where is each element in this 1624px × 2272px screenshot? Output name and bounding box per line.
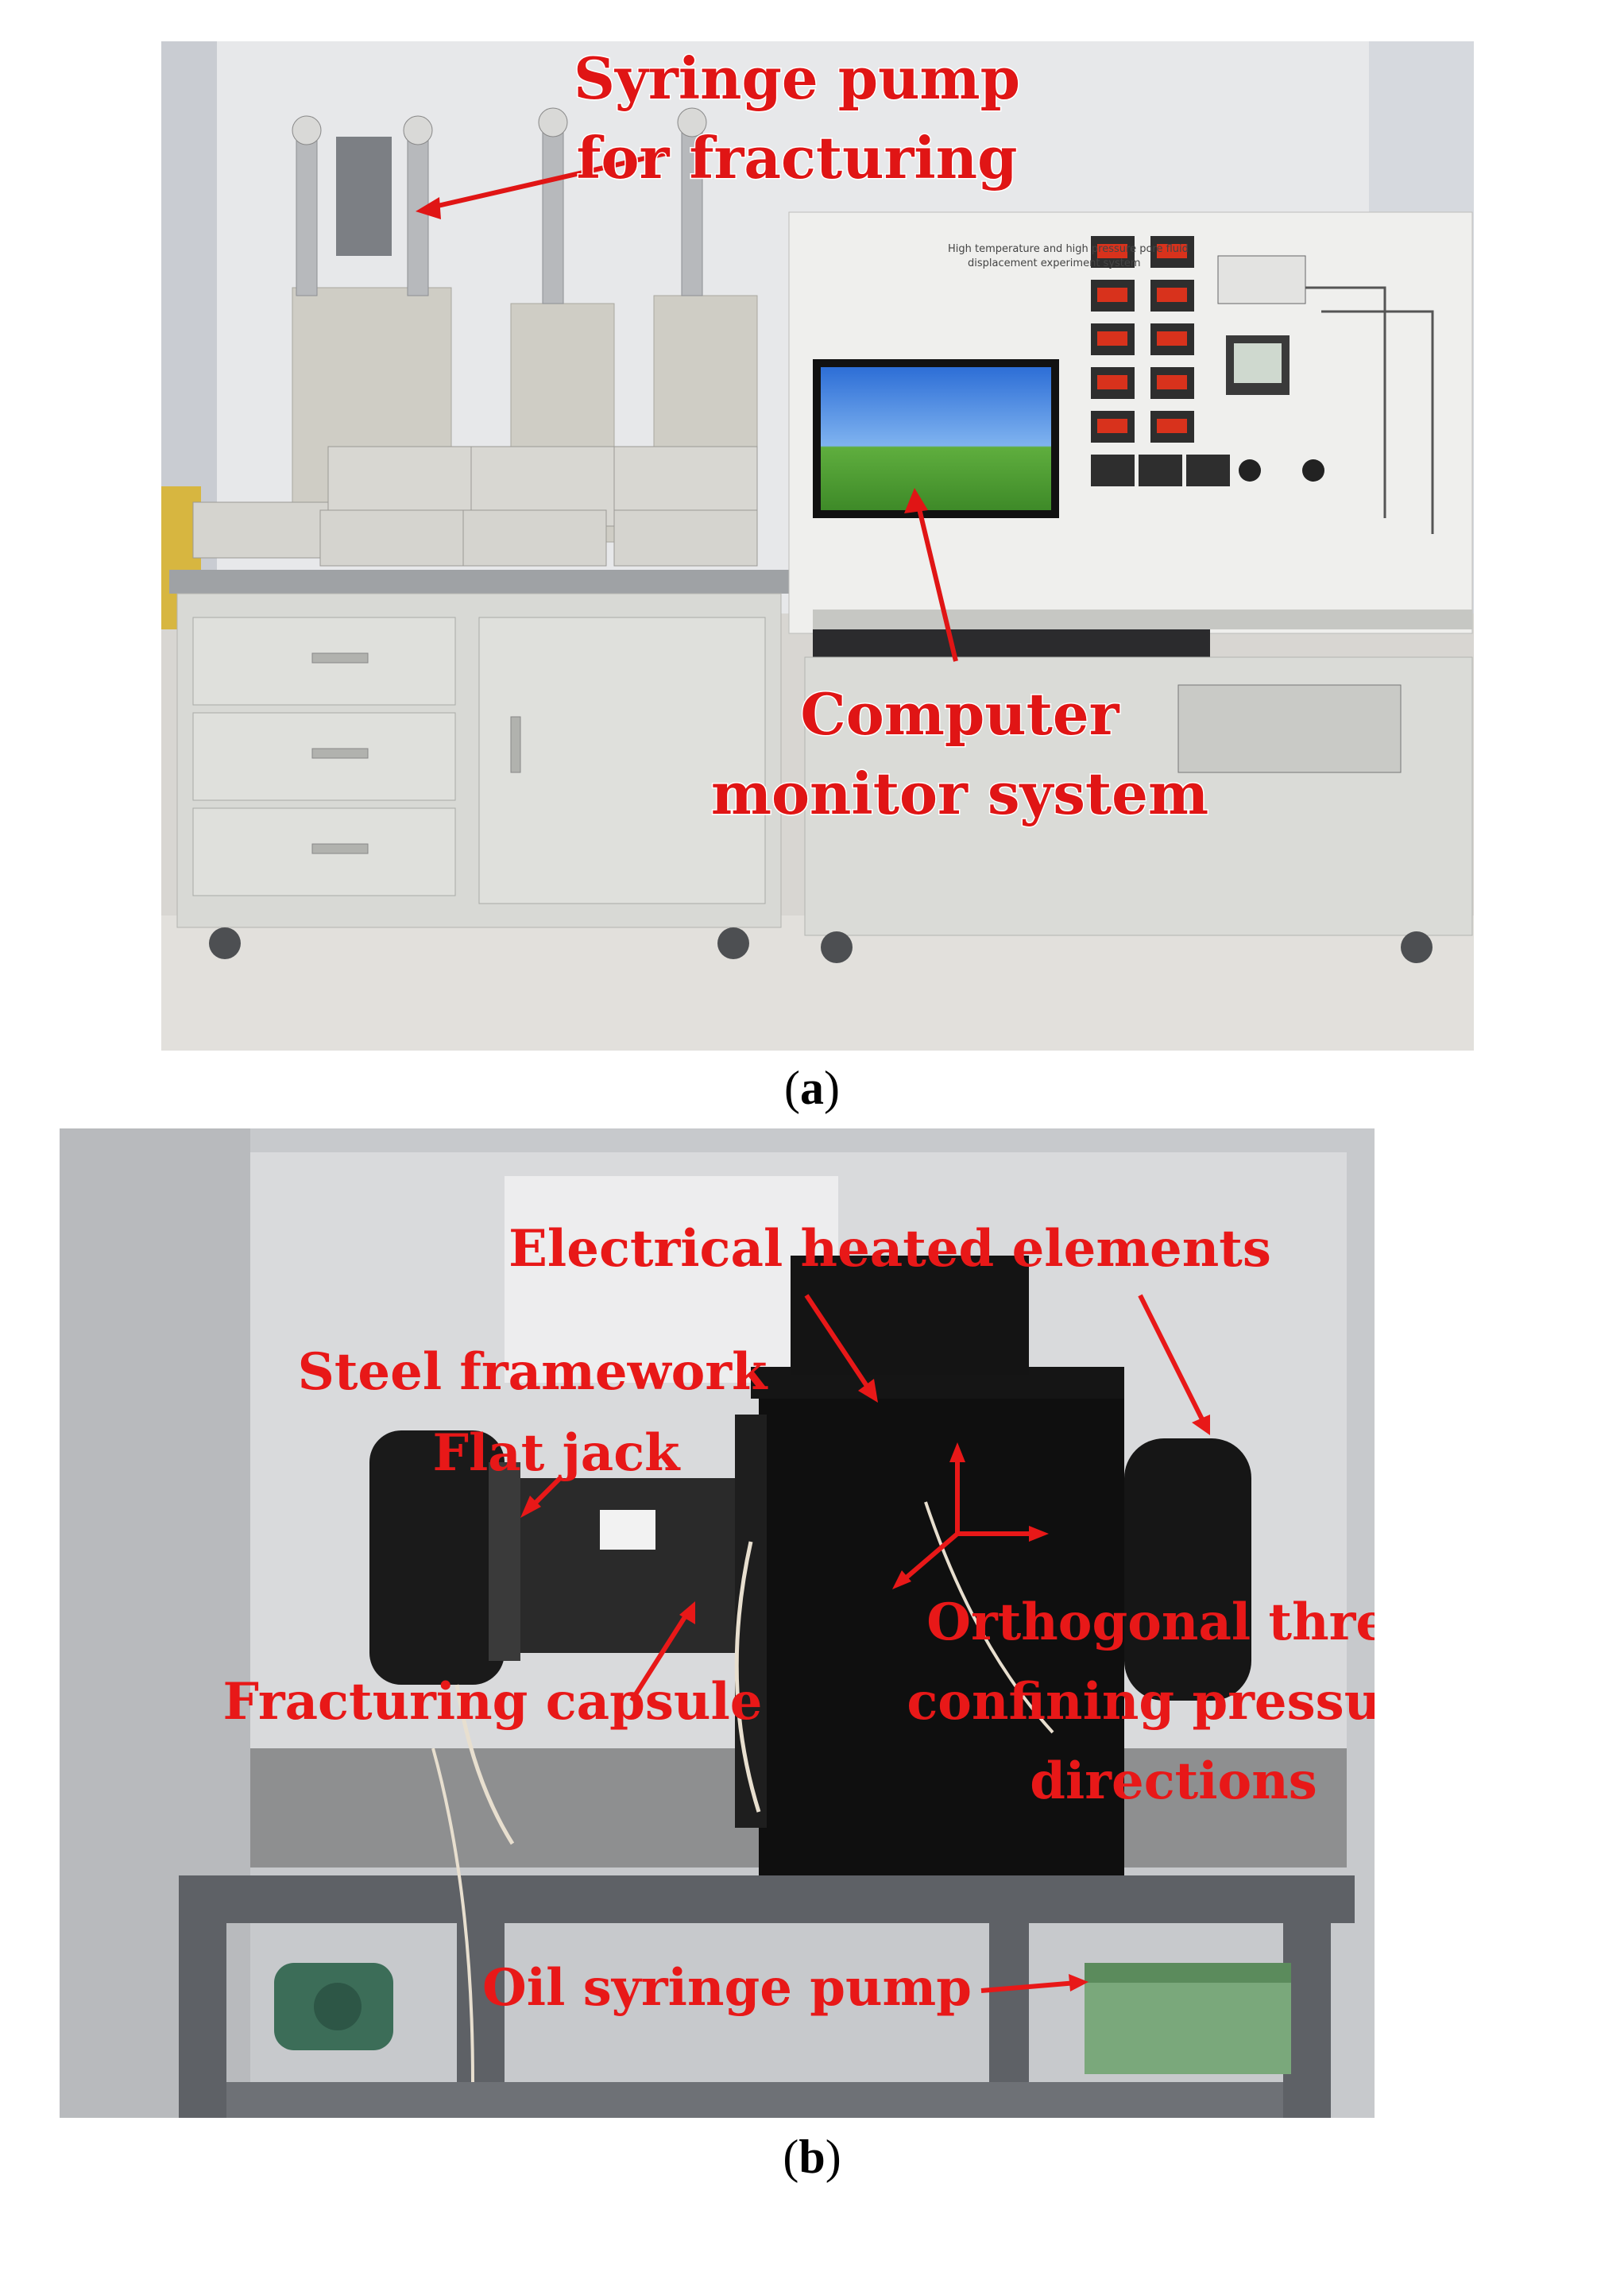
annotation-arrows-b [520,1294,1210,1993]
label-heated-elements: Electrical heated elements [508,1219,1271,1279]
label-syringe-pump-2: for fracturing [577,124,1018,192]
control-panel: High temperature and high pressure pore … [788,211,1473,963]
label-flat-jack: Flat jack [433,1423,682,1483]
photo-a-scene: High temperature and high pressure pore … [161,41,1474,1051]
caption-a: (a) [784,1062,840,1114]
panel-title-en-2: displacement experiment system [968,257,1141,269]
label-oil-pump: Oil syringe pump [482,1958,972,2018]
caption-b: (b) [783,2131,841,2183]
photo-b-scene: Electrical heated elements Steel framewo… [60,1128,1375,2118]
annotation-arrows-a [416,150,958,662]
caption-b-letter: b [798,2131,826,2183]
caption-a-letter: a [800,1062,824,1114]
label-syringe-pump-1: Syringe pump [574,45,1020,112]
label-fracturing-capsule: Fracturing capsule [223,1672,763,1732]
left-cabinet [169,570,789,959]
pump-controllers [192,446,758,567]
panel-title-en-1: High temperature and high pressure pore … [948,243,1189,255]
photo-a: High temperature and high pressure pore … [161,41,1474,1051]
photo-b: Electrical heated elements Steel framewo… [60,1128,1375,2118]
label-computer-1: Computer [800,680,1119,748]
label-steel-framework: Steel framework [298,1342,768,1402]
label-computer-2: monitor system [711,760,1208,827]
label-orthogonal-3: directions [1030,1751,1317,1811]
label-orthogonal-2: confining pressure [907,1672,1375,1732]
label-orthogonal-1: Orthogonal three [926,1593,1375,1652]
steel-framework [735,1256,1251,1875]
